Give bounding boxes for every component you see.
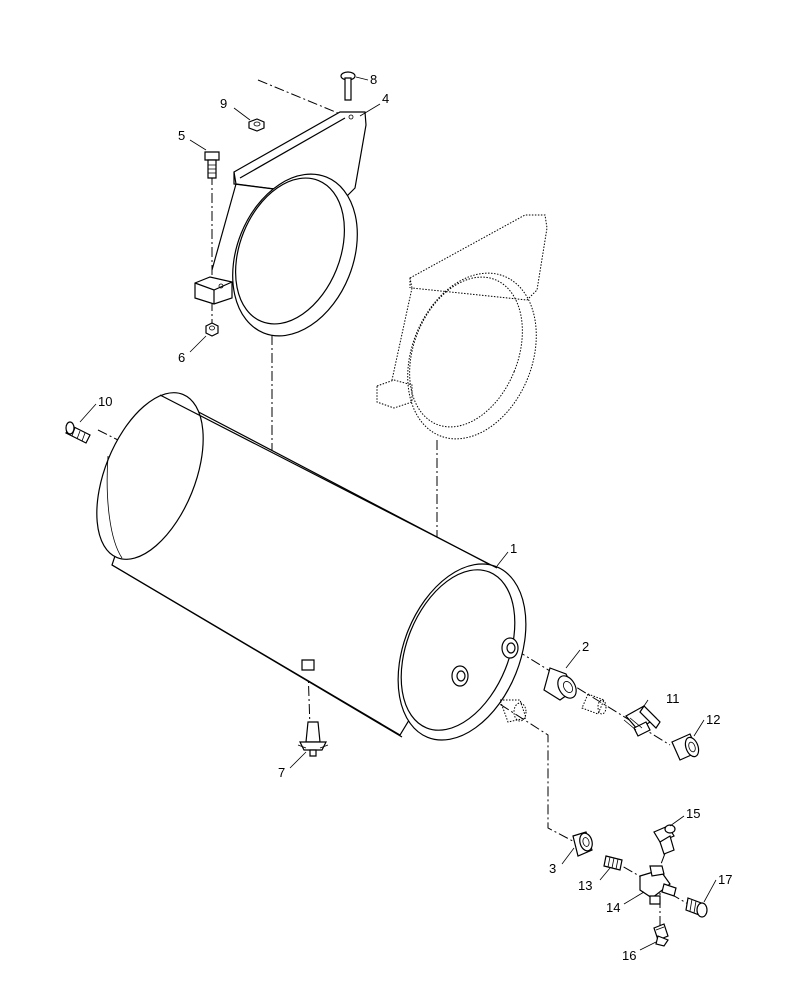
elbow-fitting-16 — [653, 923, 669, 947]
fitting-phantom-2 — [581, 693, 607, 715]
callout-14: 14 — [606, 900, 620, 915]
callout-17: 17 — [718, 872, 732, 887]
callout-16: 16 — [622, 948, 636, 963]
callout-13: 13 — [578, 878, 592, 893]
drain-valve-7 — [297, 721, 329, 757]
callout-5: 5 — [178, 128, 185, 143]
callout-2: 2 — [582, 639, 589, 654]
elbow-fitting-15 — [653, 824, 676, 855]
callout-leaders — [79, 76, 717, 951]
fitting-3 — [572, 831, 593, 857]
callout-11: 11 — [666, 691, 680, 706]
callout-labels: 1 2 3 4 5 6 7 8 9 10 11 12 13 14 15 16 1… — [98, 72, 732, 963]
fitting-10 — [65, 421, 91, 444]
nut-6 — [205, 322, 219, 337]
fitting-11 — [623, 705, 661, 737]
callout-1: 1 — [510, 541, 517, 556]
callout-10: 10 — [98, 394, 112, 409]
strap-bracket-phantom — [376, 214, 548, 440]
air-tank — [96, 392, 527, 741]
callout-9: 9 — [220, 96, 227, 111]
fitting-13 — [603, 855, 623, 871]
callout-6: 6 — [178, 350, 185, 365]
bolt-5 — [204, 151, 220, 179]
callout-4: 4 — [382, 91, 389, 106]
fitting-2 — [543, 667, 577, 701]
fitting-12 — [671, 733, 700, 761]
callout-7: 7 — [278, 765, 285, 780]
callout-3: 3 — [549, 861, 556, 876]
nut-9 — [248, 118, 265, 132]
callout-8: 8 — [370, 72, 377, 87]
fitting-17 — [685, 897, 708, 918]
fitting-phantom-3 — [499, 699, 527, 723]
callout-15: 15 — [686, 806, 700, 821]
strap-bracket — [194, 111, 367, 337]
bolt-8 — [340, 71, 356, 101]
callout-12: 12 — [706, 712, 720, 727]
cross-fitting-14 — [639, 865, 677, 905]
